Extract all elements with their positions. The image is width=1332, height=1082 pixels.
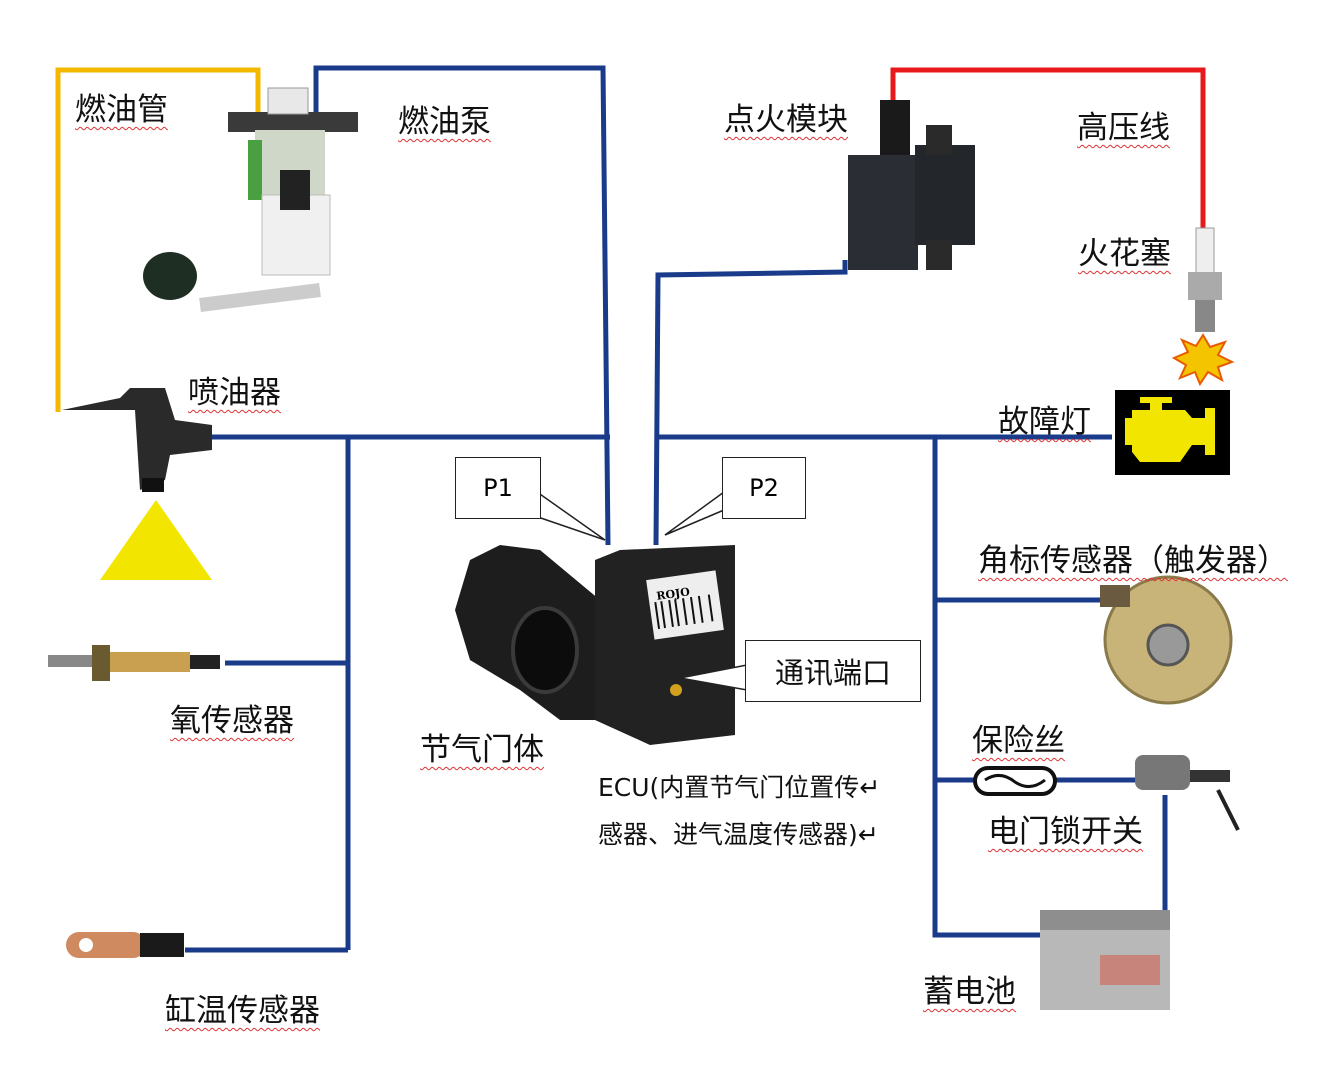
label-battery: 蓄电池 [923, 974, 1016, 1010]
fuel-spray-triangle [100, 500, 212, 580]
ignition-module-wire [653, 260, 848, 546]
oxygen-sensor-image [48, 645, 220, 681]
ecu-brand-logo: ROJO [656, 585, 691, 603]
ecu-image: ROJO [595, 545, 735, 745]
spark-plug-image [1188, 227, 1222, 332]
injector-image [62, 388, 212, 492]
check-engine-lamp-icon [1115, 390, 1230, 475]
fuse-icon [973, 766, 1057, 796]
trigger-sensor-image [1100, 575, 1233, 705]
label-trigger-sensor: 角标传感器（触发器） [978, 543, 1288, 579]
callout-p1: P1 [455, 457, 541, 519]
label-cylinder-temp-sensor: 缸温传感器 [165, 993, 320, 1029]
p1-pointer [531, 491, 606, 541]
right-vertical-wire [932, 437, 1040, 938]
fuel-pump-wire [313, 65, 611, 546]
label-ecu-line1: ECU(内置节气门位置传↵ [598, 773, 881, 802]
label-ecu-line2: 感器、进气温度传感器)↵ [598, 820, 879, 849]
label-oxygen-sensor: 氧传感器 [170, 703, 294, 739]
label-fuse: 保险丝 [972, 723, 1065, 759]
label-ignition-switch: 电门锁开关 [988, 814, 1143, 850]
label-fuel-pump: 燃油泵 [398, 104, 491, 140]
label-throttle-body: 节气门体 [420, 732, 544, 768]
battery-image [1040, 910, 1170, 1010]
cylinder-temp-sensor-image [66, 932, 184, 958]
p2-pointer [664, 491, 725, 536]
fuel-pump-image [143, 87, 358, 312]
ignition-module-image [848, 100, 975, 270]
comm-port-pointer [679, 664, 748, 691]
callout-comm-port: 通讯端口 [745, 640, 921, 702]
label-injector: 喷油器 [188, 375, 281, 411]
high-voltage-wire [890, 67, 1206, 232]
spark-burst-icon [1171, 333, 1235, 387]
label-fault-lamp: 故障灯 [998, 404, 1091, 440]
label-fuel-line: 燃油管 [75, 92, 168, 128]
ignition-switch-image [1135, 755, 1240, 831]
fuel-line-wire [55, 67, 261, 412]
label-spark-plug: 火花塞 [1078, 236, 1171, 272]
throttle-body-image [455, 545, 600, 720]
callout-p2: P2 [722, 457, 806, 519]
label-high-voltage-wire: 高压线 [1077, 110, 1170, 146]
label-ignition-module: 点火模块 [724, 102, 848, 138]
